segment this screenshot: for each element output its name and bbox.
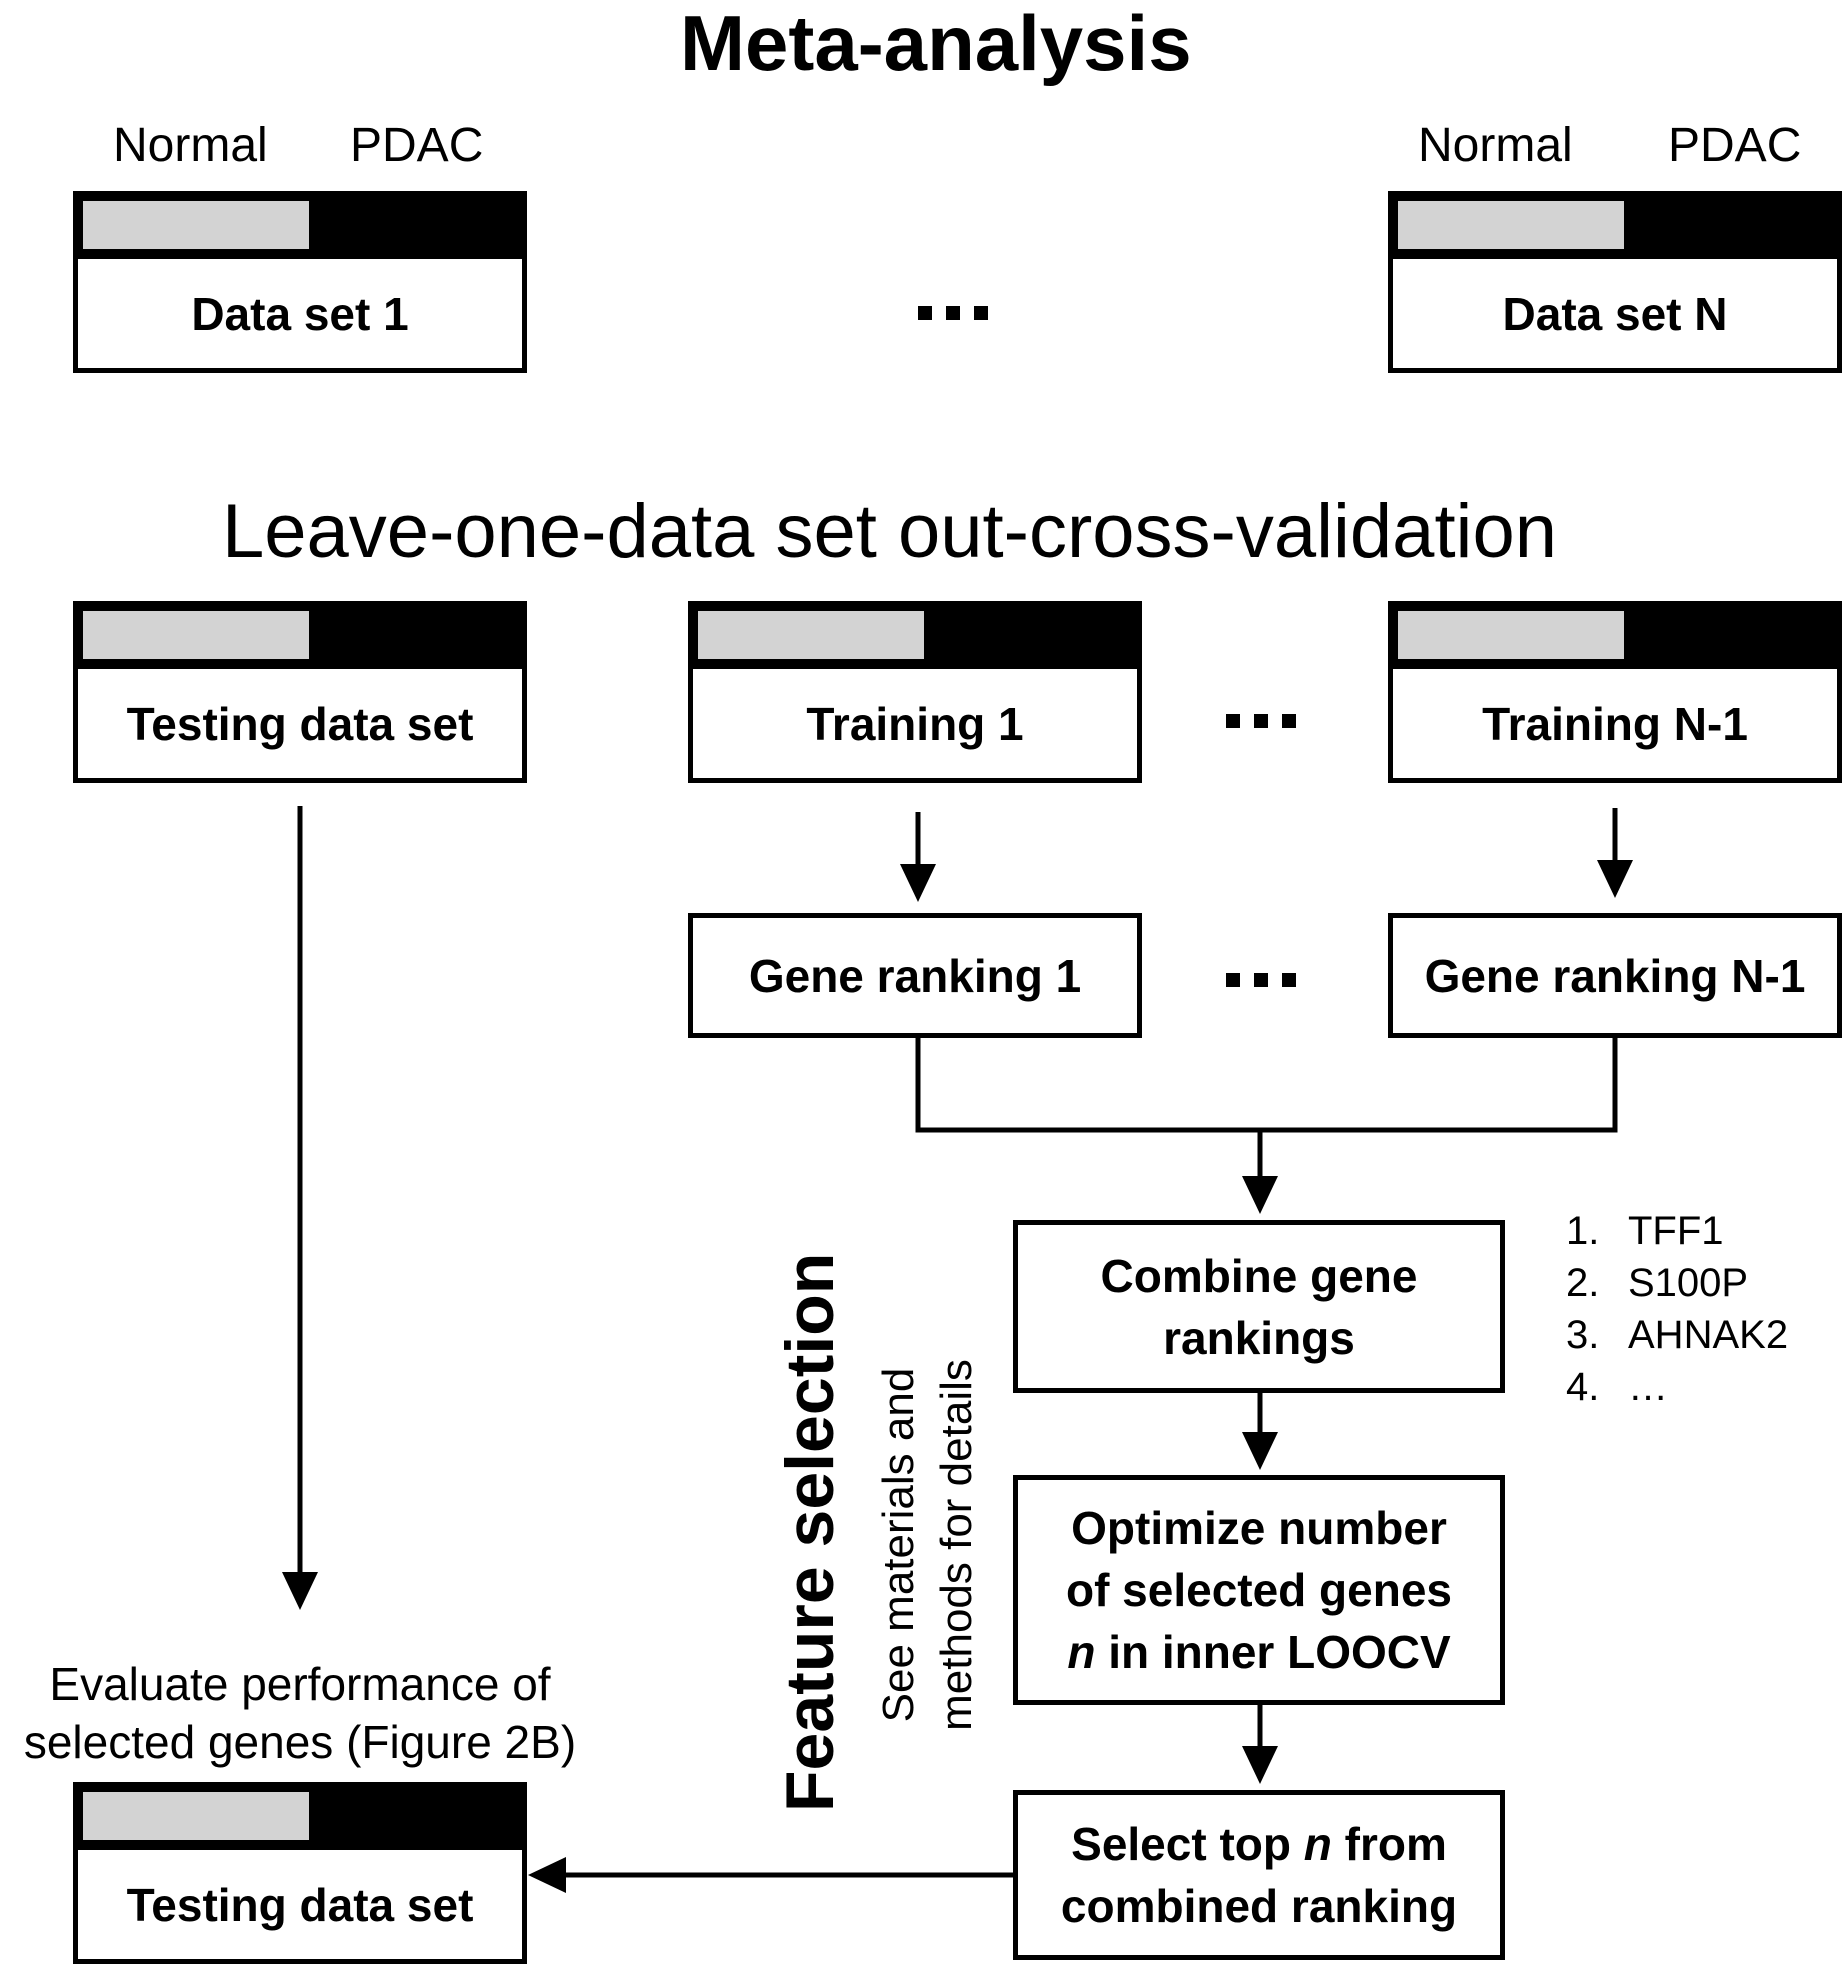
class-bar xyxy=(693,606,1137,669)
data-set-1-box: Data set 1 xyxy=(73,191,527,373)
arrowhead-optimize xyxy=(1242,1432,1278,1470)
ranked-gene-2: 2.S100P xyxy=(1566,1261,1749,1305)
data-set-n-label: Data set N xyxy=(1502,287,1728,340)
class-bar xyxy=(78,196,522,259)
data-set-n-box: Data set N xyxy=(1388,191,1842,373)
optimize-line-3: n in inner LOOCV xyxy=(1067,1626,1451,1678)
class-bar xyxy=(78,1787,522,1850)
pdac-label-right: PDAC xyxy=(1668,119,1802,172)
ranked-gene-4: 4.… xyxy=(1566,1365,1668,1409)
combine-rankings-box: Combine gene rankings xyxy=(1013,1220,1505,1393)
testing-data-set-top-box: Testing data set xyxy=(73,601,527,783)
ranked-gene-1: 1.TFF1 xyxy=(1566,1209,1724,1253)
normal-label-left: Normal xyxy=(113,119,268,172)
combine-line-2: rankings xyxy=(1163,1311,1355,1364)
gene-ranking-1-box: Gene ranking 1 xyxy=(688,913,1142,1038)
select-line-1: Select top n from xyxy=(1071,1818,1447,1870)
evaluate-performance-text: Evaluate performance of selected genes (… xyxy=(0,1655,600,1771)
training-n1-box: Training N-1 xyxy=(1388,601,1842,783)
testing-data-set-top-label: Testing data set xyxy=(126,697,474,750)
arrowhead-testing-down xyxy=(282,1572,318,1610)
pdac-label-left: PDAC xyxy=(350,119,484,172)
arrowhead-trainingn1 xyxy=(1597,860,1633,898)
training-1-box: Training 1 xyxy=(688,601,1142,783)
testing-data-set-bottom-box: Testing data set xyxy=(73,1782,527,1964)
ellipsis-gene-ranking xyxy=(1226,973,1296,987)
arrowhead-testing-bottom xyxy=(528,1857,566,1893)
loocv-title: Leave-one-data set out-cross-validation xyxy=(222,489,1557,574)
training-n1-label: Training N-1 xyxy=(1482,697,1748,750)
arrowhead-training1 xyxy=(900,864,936,902)
select-line-2: combined ranking xyxy=(1060,1880,1458,1932)
training-1-label: Training 1 xyxy=(806,697,1024,750)
ellipsis-datasets xyxy=(918,306,988,320)
evaluate-line-2: selected genes (Figure 2B) xyxy=(23,1716,577,1768)
normal-label-right: Normal xyxy=(1418,119,1573,172)
optimize-line-1: Optimize number xyxy=(1071,1502,1447,1554)
ellipsis-training xyxy=(1226,714,1296,728)
data-set-1-label: Data set 1 xyxy=(191,287,409,340)
arrowhead-combine xyxy=(1242,1176,1278,1214)
select-top-n-box: Select top n from combined ranking xyxy=(1013,1790,1505,1960)
gene-ranking-n1-box: Gene ranking N-1 xyxy=(1388,913,1842,1038)
evaluate-line-1: Evaluate performance of xyxy=(49,1658,551,1710)
optimize-line-2: of selected genes xyxy=(1065,1564,1453,1616)
class-bar xyxy=(1393,606,1837,669)
ranked-gene-3: 3.AHNAK2 xyxy=(1566,1313,1789,1357)
class-bar xyxy=(78,606,522,669)
ranked-gene-list: 1.TFF1 2.S100P 3.AHNAK2 4.… xyxy=(1566,1205,1788,1413)
optimize-number-box: Optimize number of selected genes n in i… xyxy=(1013,1475,1505,1705)
class-bar xyxy=(1393,196,1837,259)
merge-connector xyxy=(915,1038,1618,1133)
gene-ranking-1-label: Gene ranking 1 xyxy=(748,949,1082,1002)
combine-line-1: Combine gene xyxy=(1100,1249,1418,1302)
arrowhead-select xyxy=(1242,1746,1278,1784)
meta-analysis-title: Meta-analysis xyxy=(680,0,1192,87)
gene-ranking-n1-label: Gene ranking N-1 xyxy=(1424,949,1806,1002)
testing-data-set-bottom-label: Testing data set xyxy=(126,1878,474,1931)
